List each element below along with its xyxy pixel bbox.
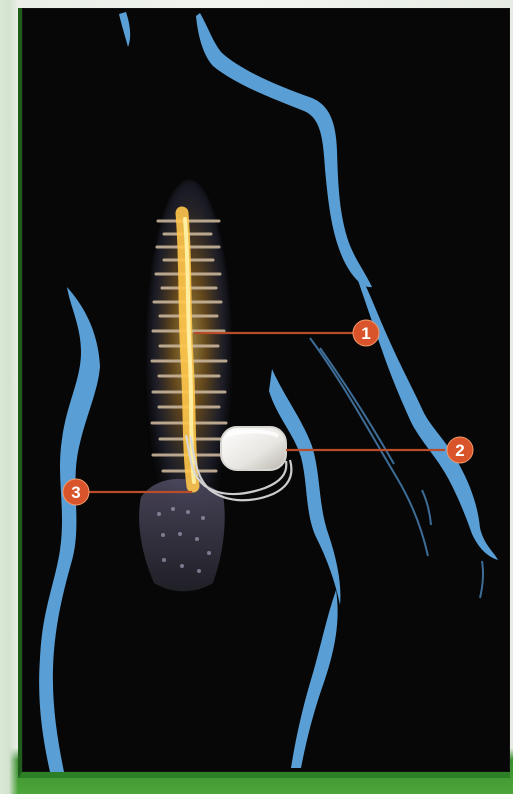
pelvis-bone <box>139 479 225 591</box>
callout-2: 2 <box>447 437 473 463</box>
callout-3: 3 <box>63 479 89 505</box>
callout-1: 1 <box>353 320 379 346</box>
callout-3-label: 3 <box>71 483 80 502</box>
callout-1-label: 1 <box>361 324 370 343</box>
body-outline <box>39 12 498 772</box>
callout-2-label: 2 <box>455 441 464 460</box>
spinal-cord-stimulator-diagram: 1 2 3 <box>18 8 510 778</box>
right-leg-outline <box>291 590 338 768</box>
right-neck-outline <box>196 13 372 287</box>
left-neck-outline <box>119 12 130 47</box>
right-hip-outline <box>269 369 340 605</box>
implanted-pulse-generator <box>221 427 286 470</box>
spine-illustration <box>139 180 232 591</box>
diagram-canvas: 1 2 3 <box>22 8 510 772</box>
left-waist-outline <box>39 287 100 772</box>
right-arm-outline <box>350 257 498 560</box>
